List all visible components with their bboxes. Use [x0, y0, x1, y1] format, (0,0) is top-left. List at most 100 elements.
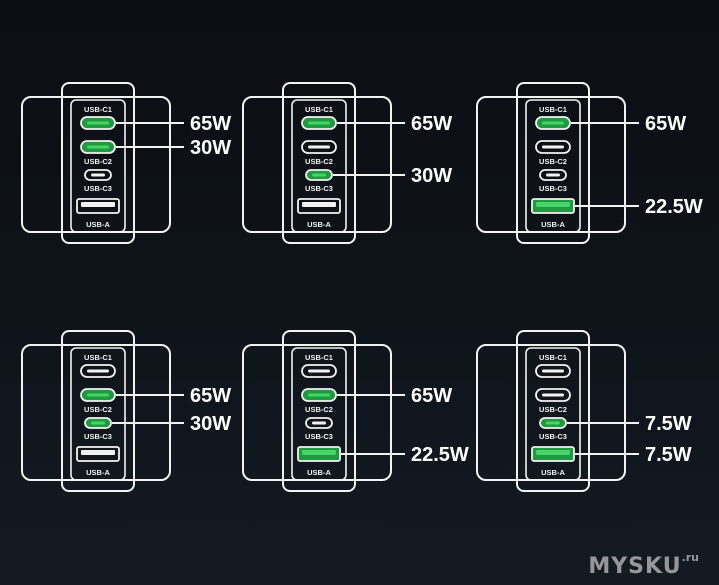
- port-label-a: USB-A: [541, 220, 565, 229]
- usb-a-port-shell: [297, 198, 341, 214]
- port-c2-active: USB-C2: [301, 388, 337, 414]
- usb-c-port-tongue: [91, 173, 105, 177]
- port-a-active: USB-A: [531, 446, 575, 477]
- port-a-active: USB-A: [531, 198, 575, 229]
- port-label-c3: USB-C3: [84, 432, 112, 441]
- port-label-a: USB-A: [307, 220, 331, 229]
- port-label-c2: USB-C2: [305, 157, 333, 166]
- watermark: MYSKU.ru: [588, 551, 699, 579]
- port-column: [291, 347, 347, 481]
- power-label-a: 22.5W: [411, 444, 469, 466]
- port-label-c3: USB-C3: [305, 184, 333, 193]
- charger-faceplate: [61, 82, 135, 244]
- usb-c-port-shell: [535, 388, 571, 402]
- port-label-c1: USB-C1: [539, 353, 567, 362]
- usb-a-port-tongue: [81, 450, 115, 455]
- usb-c-port-tongue: [87, 369, 109, 373]
- port-c1: USB-C1: [80, 353, 116, 378]
- usb-c-port-shell: [539, 169, 567, 181]
- port-column: [525, 347, 581, 481]
- usb-c-port-tongue: [312, 173, 326, 177]
- usb-c-port-tongue: [87, 121, 109, 125]
- power-label-c1: 65W: [190, 113, 231, 135]
- port-c3-active: USB-C3: [305, 169, 333, 193]
- port-label-c2: USB-C2: [84, 405, 112, 414]
- port-c3: USB-C3: [305, 417, 333, 441]
- port-c3: USB-C3: [539, 169, 567, 193]
- usb-c-port-shell: [535, 364, 571, 378]
- charger-faceplate: [282, 330, 356, 492]
- port-c1: USB-C1: [535, 353, 571, 378]
- usb-c-port-tongue: [542, 393, 564, 397]
- port-c1-active: USB-C1: [535, 105, 571, 130]
- usb-a-port-shell: [76, 198, 120, 214]
- usb-c-port-tongue: [312, 421, 326, 425]
- port-label-c3: USB-C3: [539, 432, 567, 441]
- power-label-a: 7.5W: [645, 444, 692, 466]
- power-label-c3: 30W: [190, 413, 231, 435]
- port-label-c1: USB-C1: [305, 105, 333, 114]
- port-label-c2: USB-C2: [84, 157, 112, 166]
- port-c3: USB-C3: [84, 169, 112, 193]
- port-a-active: USB-A: [297, 446, 341, 477]
- port-label-c2: USB-C2: [305, 405, 333, 414]
- usb-c-port-tongue: [308, 121, 330, 125]
- power-label-c2: 30W: [190, 137, 231, 159]
- watermark-suffix: .ru: [681, 551, 699, 564]
- port-label-c3: USB-C3: [84, 184, 112, 193]
- charger-faceplate: [61, 330, 135, 492]
- usb-c-port-shell: [535, 140, 571, 154]
- usb-c-port-tongue: [546, 421, 560, 425]
- port-column: [525, 99, 581, 233]
- usb-a-port-tongue: [302, 202, 336, 207]
- port-label-c1: USB-C1: [84, 353, 112, 362]
- port-c2: USB-C2: [301, 140, 337, 166]
- usb-a-port-tongue: [81, 202, 115, 207]
- charger-faceplate: [282, 82, 356, 244]
- usb-c-port-shell: [305, 417, 333, 429]
- port-column: [70, 347, 126, 481]
- usb-a-port-shell: [76, 446, 120, 462]
- usb-c-port-shell: [301, 364, 337, 378]
- port-label-c2: USB-C2: [539, 405, 567, 414]
- port-c2: USB-C2: [535, 140, 571, 166]
- port-a: USB-A: [76, 446, 120, 477]
- port-label-a: USB-A: [307, 468, 331, 477]
- port-column: [70, 99, 126, 233]
- port-c1: USB-C1: [301, 353, 337, 378]
- port-column: [291, 99, 347, 233]
- usb-c-port-tongue: [87, 145, 109, 149]
- port-label-c3: USB-C3: [305, 432, 333, 441]
- usb-c-port-tongue: [542, 121, 564, 125]
- port-a: USB-A: [76, 198, 120, 229]
- power-label-c1: 65W: [411, 113, 452, 135]
- port-c1-active: USB-C1: [80, 105, 116, 130]
- power-label-a: 22.5W: [645, 196, 703, 218]
- charger-faceplate: [516, 82, 590, 244]
- power-label-c3: 30W: [411, 165, 452, 187]
- port-label-c1: USB-C1: [539, 105, 567, 114]
- port-label-c3: USB-C3: [539, 184, 567, 193]
- usb-c-port-tongue: [308, 145, 330, 149]
- usb-a-port-tongue: [302, 450, 336, 455]
- usb-c-port-tongue: [91, 421, 105, 425]
- port-label-c1: USB-C1: [84, 105, 112, 114]
- port-label-c2: USB-C2: [539, 157, 567, 166]
- power-label-c3: 7.5W: [645, 413, 692, 435]
- port-c3-active: USB-C3: [84, 417, 112, 441]
- port-c1-active: USB-C1: [301, 105, 337, 130]
- power-label-c2: 65W: [411, 385, 452, 407]
- usb-c-port-tongue: [308, 393, 330, 397]
- power-label-c1: 65W: [645, 113, 686, 135]
- usb-c-port-tongue: [308, 369, 330, 373]
- watermark-main: MYSKU: [588, 554, 682, 579]
- port-c2: USB-C2: [535, 388, 571, 414]
- port-c3-active: USB-C3: [539, 417, 567, 441]
- port-label-a: USB-A: [86, 220, 110, 229]
- usb-c-port-tongue: [542, 369, 564, 373]
